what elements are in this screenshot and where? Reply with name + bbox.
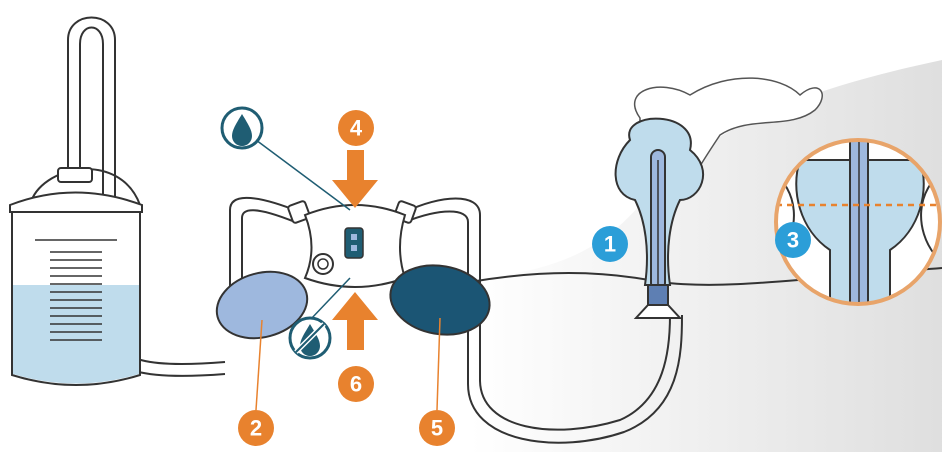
badge-4: 4 (338, 110, 374, 146)
badge-5: 5 (419, 410, 455, 446)
press-arrow-down (332, 150, 378, 208)
water-drop-icon (222, 108, 262, 148)
badge-6: 6 (338, 366, 374, 402)
badge-2-label: 2 (250, 416, 262, 441)
badge-1-label: 1 (604, 232, 616, 257)
badge-5-label: 5 (431, 416, 443, 441)
press-arrow-up (332, 292, 378, 350)
badge-3-label: 3 (787, 228, 799, 253)
pump-device (287, 200, 416, 287)
badge-1: 1 (592, 226, 628, 262)
badge-2: 2 (238, 410, 274, 446)
badge-3: 3 (775, 222, 811, 258)
pump-window (345, 228, 363, 258)
badge-6-label: 6 (350, 372, 362, 397)
collection-jar (10, 168, 142, 385)
badge-4-label: 4 (350, 116, 363, 141)
no-water-drop-icon (290, 318, 330, 358)
